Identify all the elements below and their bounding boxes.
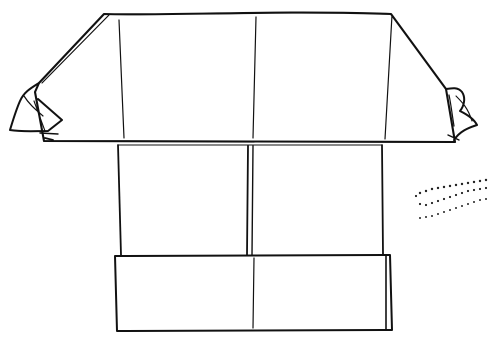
- roof-flap: [35, 13, 455, 142]
- lower-box: [115, 255, 392, 331]
- upper-box: [118, 145, 383, 255]
- arrow-dots: [415, 179, 487, 219]
